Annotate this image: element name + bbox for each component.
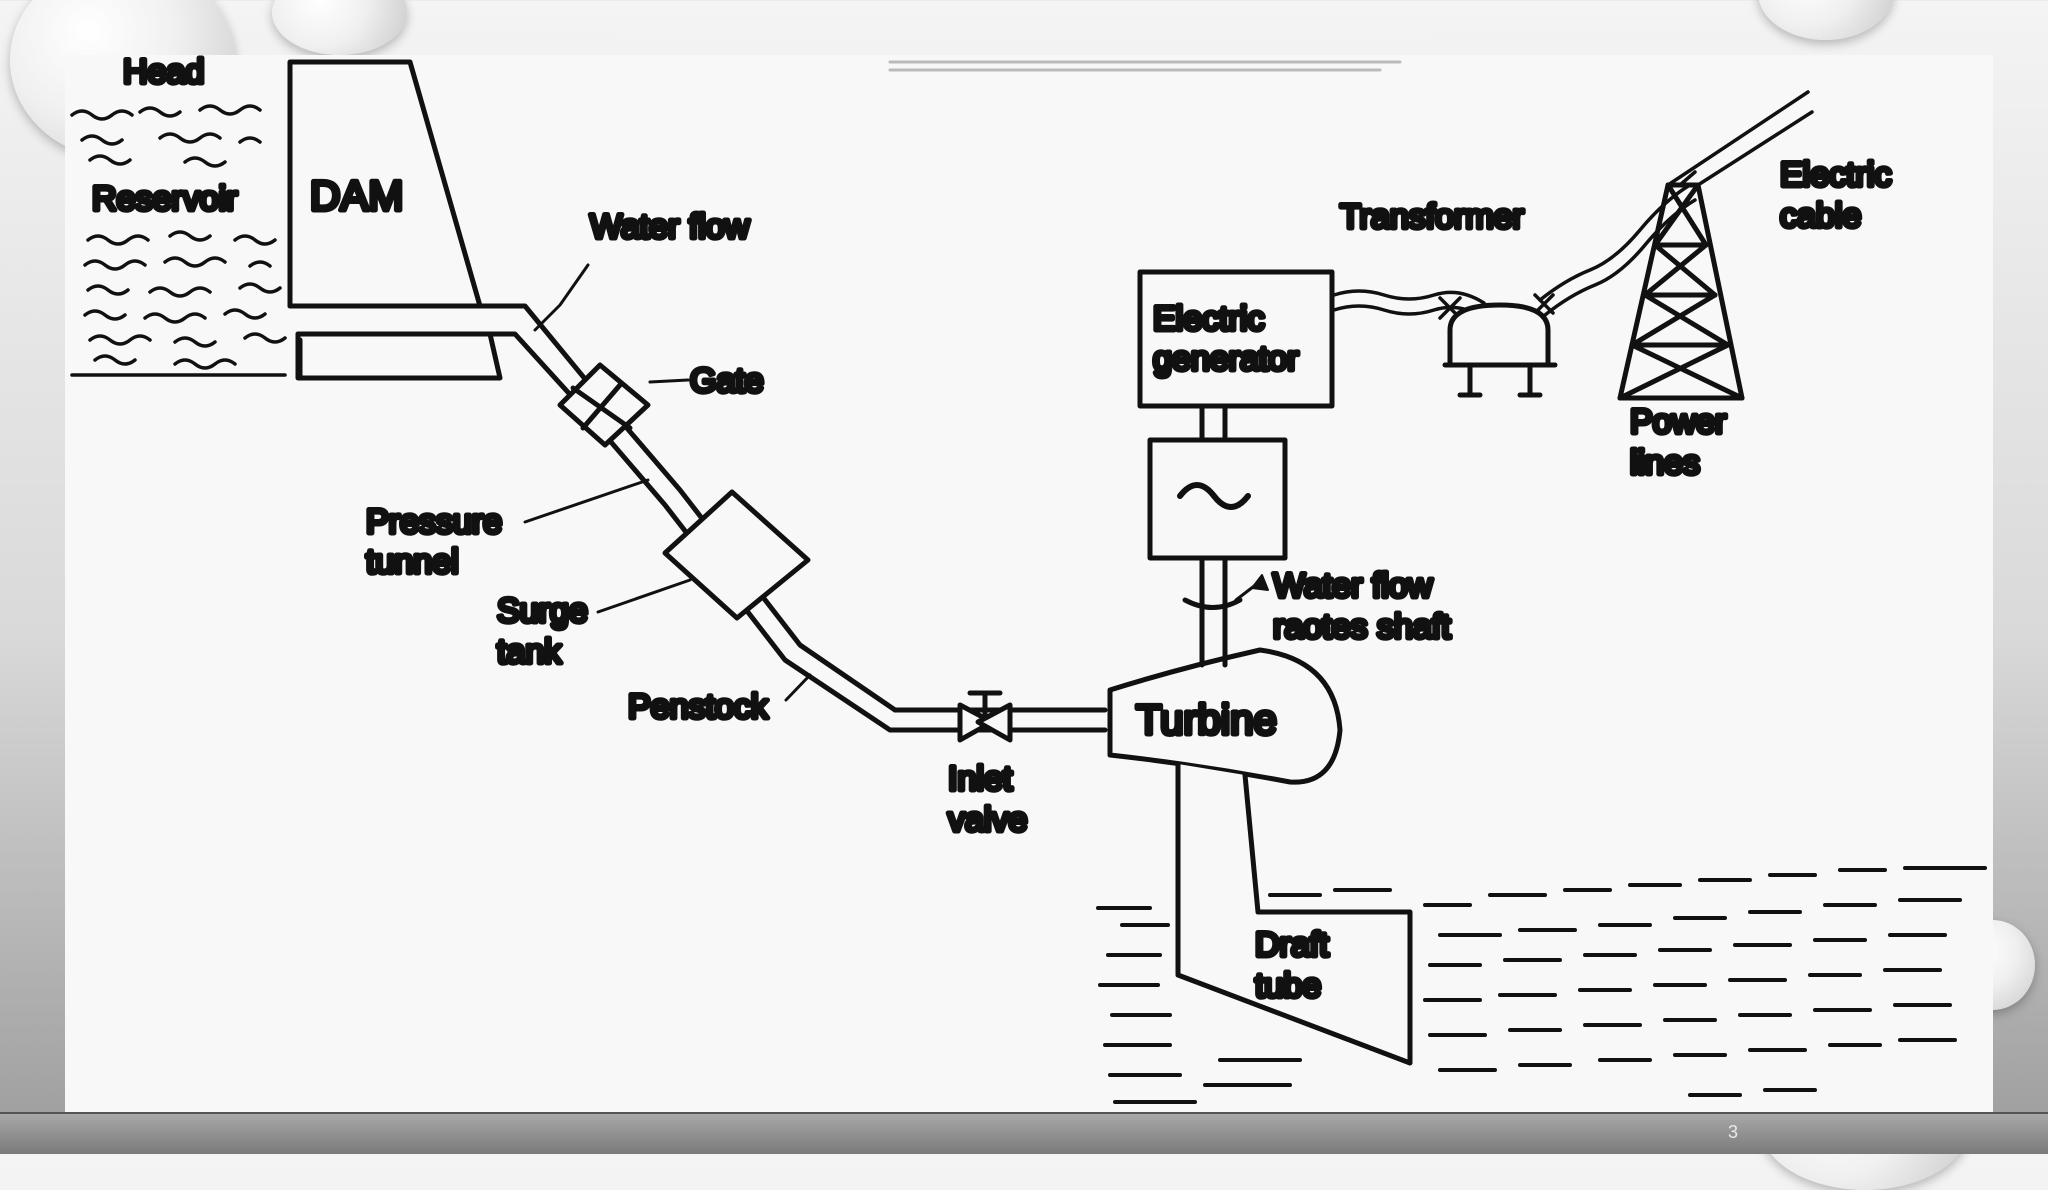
label-pressure: Pressure <box>366 503 502 541</box>
label-surge: Surge <box>497 592 588 630</box>
faint-header-text <box>888 60 1402 72</box>
turbine <box>1107 647 1343 785</box>
transformer <box>1442 302 1558 398</box>
diagram-canvas: Head Reservoir DAM Water flow Gate Press… <box>70 55 1987 1104</box>
label-turbine: Turbine <box>1136 696 1277 743</box>
electric-generator <box>1137 269 1335 409</box>
water-drop-top-right <box>1758 0 1893 40</box>
label-penstock: Penstock <box>628 688 769 726</box>
gate <box>557 362 651 448</box>
label-lines: lines <box>1630 444 1700 482</box>
label-tunnel: tunnel <box>366 543 459 581</box>
shaft-arrow-icon <box>1251 574 1269 591</box>
label-tube: tube <box>1255 967 1321 1005</box>
label-electric-cable-line1: Electric <box>1780 156 1891 194</box>
hydro-power-diagram: Head Reservoir DAM Water flow Gate Press… <box>65 55 1993 1112</box>
label-transformer: Transformer <box>1340 198 1524 236</box>
label-water-flow-shaft-line2: raotes shaft <box>1273 608 1451 646</box>
penstock-pipe <box>287 303 1108 733</box>
inlet-valve <box>957 690 1013 743</box>
slide-number: 3 <box>1727 1122 1738 1142</box>
shaft <box>1182 405 1243 668</box>
surge-tank <box>662 489 811 621</box>
label-water-flow-shaft-line1: Water flow <box>1273 567 1433 605</box>
label-generator: generator <box>1153 340 1299 378</box>
label-head: Head <box>123 55 204 91</box>
exciter-box <box>1147 437 1288 561</box>
electric-cable <box>1666 90 1814 187</box>
dam <box>287 59 503 381</box>
label-electric-cable-line2: cable <box>1780 197 1861 235</box>
label-water-flow: Water flow <box>590 208 750 246</box>
label-electric: Electric <box>1153 300 1264 338</box>
slide-footer-bar <box>0 1112 2048 1154</box>
label-valve: valve <box>948 801 1027 839</box>
tailrace-water <box>1096 866 1987 1104</box>
power-tower <box>1617 182 1745 401</box>
label-power: Power <box>1630 403 1726 441</box>
label-dam: DAM <box>310 172 403 219</box>
label-draft: Draft <box>1255 926 1329 964</box>
water-drop-top-left-small <box>272 0 407 55</box>
reservoir-water <box>70 104 287 377</box>
label-reservoir: Reservoir <box>92 180 237 218</box>
transmission-wires <box>1332 183 1697 320</box>
label-inlet: Inlet <box>948 760 1013 798</box>
label-tank: tank <box>497 633 562 671</box>
draft-tube <box>1175 761 1413 1066</box>
label-gate: Gate <box>690 362 764 400</box>
